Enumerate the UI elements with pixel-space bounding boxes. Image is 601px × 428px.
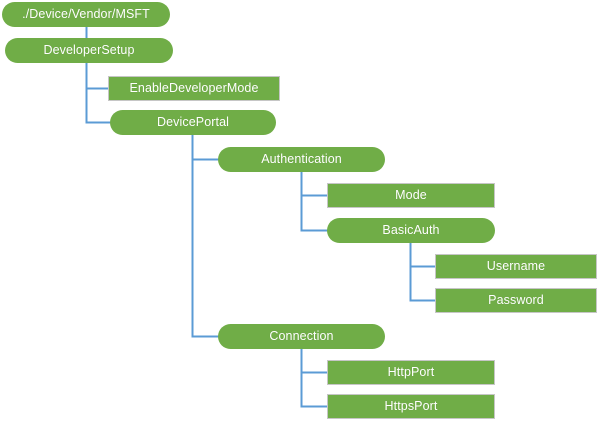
node-username[interactable]: Username [435,254,597,279]
node-label: EnableDeveloperMode [129,81,259,96]
node-mode[interactable]: Mode [327,183,495,208]
node-label: Username [486,259,546,274]
connector-line [85,87,111,124]
node-password[interactable]: Password [435,288,597,313]
node-deviceportal[interactable]: DevicePortal [110,110,276,135]
connector-line [409,242,436,268]
connector-line [191,134,219,161]
node-label: DeveloperSetup [43,43,135,58]
node-connection[interactable]: Connection [218,324,385,349]
connector-line [409,265,436,302]
connector-line [300,348,328,374]
connector-line [85,62,109,90]
node-label: Password [488,293,544,308]
node-label: Connection [269,329,334,344]
node-httpport[interactable]: HttpPort [327,360,495,385]
node-label: BasicAuth [382,223,440,238]
node-label: ./Device/Vendor/MSFT [22,7,150,22]
node-developersetup[interactable]: DeveloperSetup [5,38,173,63]
node-httpsport[interactable]: HttpsPort [327,394,495,419]
node-basicauth[interactable]: BasicAuth [327,218,495,243]
connector-line [300,194,328,232]
node-label: Authentication [261,152,342,167]
connector-line [300,371,328,408]
connector-line [300,171,328,197]
node-label: HttpsPort [384,399,438,414]
node-label: Mode [395,188,427,203]
node-enabledevelopermode[interactable]: EnableDeveloperMode [108,76,280,101]
node-root[interactable]: ./Device/Vendor/MSFT [2,2,170,27]
connector-line [191,158,219,338]
node-authentication[interactable]: Authentication [218,147,385,172]
node-label: HttpPort [387,365,435,380]
node-label: DevicePortal [156,115,230,130]
